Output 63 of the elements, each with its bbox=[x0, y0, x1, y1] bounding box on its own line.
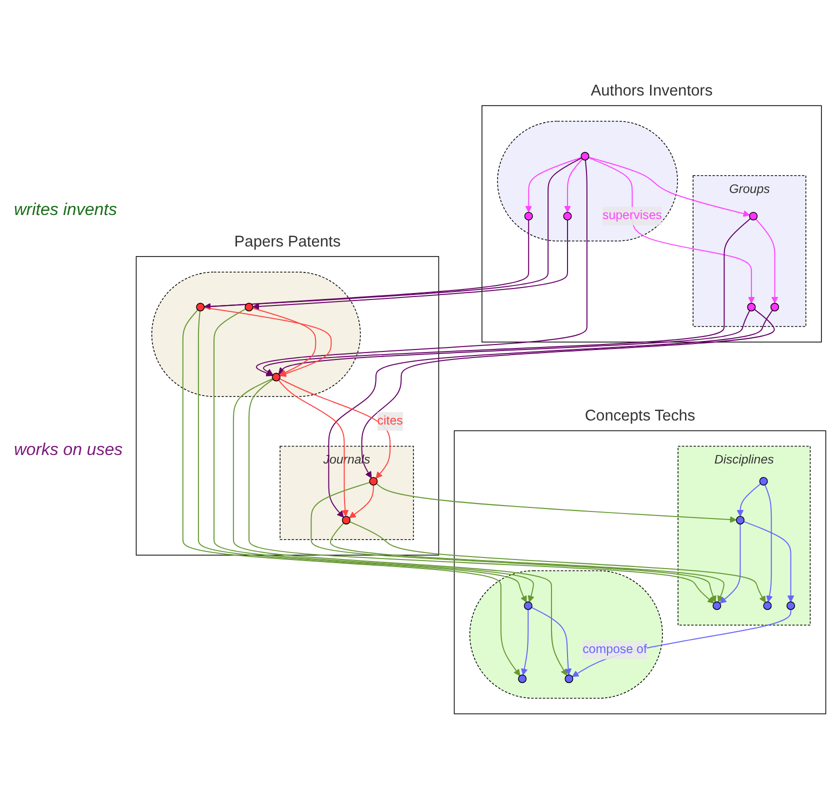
edge-label: supervises bbox=[602, 210, 662, 223]
node-ellipse bbox=[518, 675, 527, 684]
cluster bbox=[136, 256, 440, 556]
node-ellipse bbox=[196, 303, 205, 312]
arrow bbox=[182, 310, 520, 676]
arrow bbox=[256, 160, 588, 377]
node-ellipse bbox=[564, 675, 574, 684]
node-ellipse bbox=[770, 303, 780, 312]
edge-label: compose of bbox=[582, 644, 647, 657]
arrow bbox=[328, 310, 773, 518]
arrow bbox=[588, 157, 750, 218]
node-ellipse bbox=[747, 303, 756, 312]
arrow bbox=[204, 158, 582, 310]
arrow bbox=[720, 524, 741, 604]
arrow bbox=[350, 522, 766, 604]
node-ellipse bbox=[736, 516, 744, 525]
node-ellipse bbox=[749, 212, 758, 221]
arrow bbox=[279, 378, 391, 480]
node-ellipse bbox=[580, 152, 590, 161]
arrow bbox=[310, 482, 716, 603]
arrow bbox=[361, 310, 775, 479]
arrow bbox=[252, 308, 316, 376]
edge-label: cites bbox=[377, 414, 403, 428]
arrow bbox=[278, 310, 750, 375]
arrow bbox=[764, 485, 773, 603]
arrow bbox=[572, 610, 792, 678]
arrow bbox=[248, 379, 714, 604]
arrow bbox=[525, 157, 582, 213]
node-ellipse bbox=[342, 516, 350, 525]
arrow bbox=[252, 220, 568, 310]
node-ellipse bbox=[369, 478, 378, 486]
cluster: Disciplines bbox=[678, 446, 811, 626]
arrow bbox=[564, 159, 583, 213]
node-ellipse bbox=[786, 602, 796, 610]
node-ellipse bbox=[563, 212, 572, 221]
cluster bbox=[482, 106, 822, 343]
arrow bbox=[744, 522, 794, 603]
arrow bbox=[204, 308, 332, 378]
arrow bbox=[376, 484, 737, 524]
node-label: Papers Patents bbox=[234, 234, 341, 251]
arrow bbox=[349, 486, 374, 519]
node-ellipse bbox=[524, 602, 532, 610]
node-ellipse bbox=[244, 303, 254, 312]
arrow bbox=[520, 610, 529, 676]
node-ellipse bbox=[759, 478, 768, 486]
cluster: Groups bbox=[692, 176, 806, 328]
node-ellipse bbox=[763, 602, 772, 610]
cluster bbox=[454, 430, 826, 715]
arrow bbox=[588, 158, 755, 304]
arrow bbox=[264, 218, 751, 376]
node-ellipse bbox=[272, 373, 280, 382]
layer-relation-note: writes invents bbox=[14, 200, 118, 220]
arrow bbox=[756, 219, 778, 304]
arrow bbox=[531, 607, 572, 676]
node-ellipse bbox=[712, 602, 722, 610]
arrow bbox=[736, 484, 761, 518]
node-ellipse bbox=[524, 212, 533, 221]
arrow bbox=[232, 378, 568, 676]
arrow bbox=[330, 523, 724, 603]
node-label: Authors Inventors bbox=[590, 82, 713, 100]
layer-relation-note: works on uses bbox=[14, 440, 124, 460]
node-label: Concepts Techs bbox=[584, 408, 696, 425]
arrow bbox=[278, 380, 349, 518]
